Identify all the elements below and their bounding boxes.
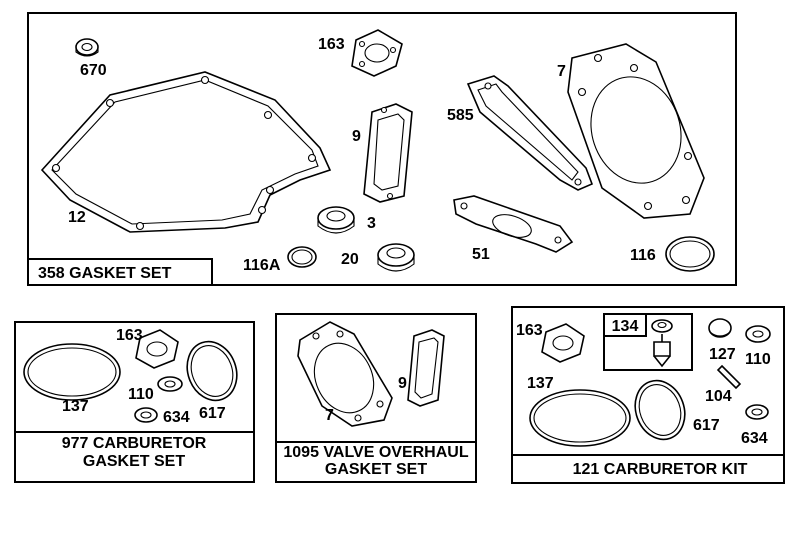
part-label-617-977: 617 bbox=[199, 405, 226, 422]
kit-121-title: 121 CARBURETOR KIT bbox=[573, 461, 748, 478]
kit-1095-title-line2: GASKET SET bbox=[325, 461, 427, 478]
part-label-617-121: 617 bbox=[693, 417, 720, 434]
part-label-137-977: 137 bbox=[62, 398, 89, 415]
part-label-163-121: 163 bbox=[516, 322, 543, 339]
part-163-carburetor-gasket bbox=[351, 29, 403, 77]
part-label-585: 585 bbox=[447, 107, 474, 124]
part-585-intake-gasket bbox=[466, 75, 594, 191]
part-634-washer-977 bbox=[134, 407, 158, 423]
part-9-breather-gasket-1095 bbox=[407, 329, 445, 407]
kit-1095-label-box bbox=[275, 441, 477, 483]
kit-1095-title-line1: 1095 VALVE OVERHAUL bbox=[283, 444, 468, 461]
part-110-washer-121 bbox=[745, 325, 771, 343]
part-label-163-top: 163 bbox=[318, 36, 345, 53]
part-104-pin-121 bbox=[716, 364, 742, 390]
part-127-plug-121 bbox=[708, 318, 732, 338]
part-label-670: 670 bbox=[80, 62, 107, 79]
part-110-washer-977 bbox=[157, 376, 183, 392]
part-label-110-121: 110 bbox=[745, 351, 771, 368]
part-label-127: 127 bbox=[709, 346, 736, 363]
part-label-51: 51 bbox=[472, 246, 490, 263]
part-617-gasket-121 bbox=[634, 379, 686, 441]
part-label-20: 20 bbox=[341, 251, 359, 268]
part-137-gasket-977 bbox=[23, 343, 121, 401]
part-label-7-top: 7 bbox=[557, 63, 566, 80]
part-label-3: 3 bbox=[367, 215, 376, 232]
part-116a-o-ring bbox=[287, 246, 317, 268]
part-3-oil-seal bbox=[317, 206, 355, 234]
part-51-exhaust-gasket bbox=[453, 195, 574, 253]
part-9-breather-gasket bbox=[363, 103, 413, 203]
part-label-634-977: 634 bbox=[163, 409, 190, 426]
part-7-cylinder-head-gasket-1095 bbox=[297, 321, 393, 427]
part-label-12: 12 bbox=[68, 209, 86, 226]
part-label-104: 104 bbox=[705, 388, 732, 405]
part-670-seal bbox=[75, 38, 99, 57]
part-163-gasket-977 bbox=[135, 329, 179, 369]
kit-977-title-line2: GASKET SET bbox=[83, 453, 185, 470]
kit-358-frame bbox=[27, 12, 737, 286]
kit-121-label-box bbox=[511, 454, 785, 484]
part-116-o-ring bbox=[665, 236, 715, 272]
part-617-gasket-977 bbox=[186, 340, 238, 402]
part-7-cylinder-head-gasket bbox=[567, 43, 705, 219]
kit-977-title-line1: 977 CARBURETOR bbox=[62, 435, 207, 452]
part-label-634-121: 634 bbox=[741, 430, 768, 447]
part-label-9-top: 9 bbox=[352, 128, 361, 145]
part-163-gasket-121 bbox=[541, 323, 585, 363]
kit-977-label-box bbox=[14, 431, 255, 483]
part-label-9-1095: 9 bbox=[398, 375, 407, 392]
part-label-163-977: 163 bbox=[116, 327, 143, 344]
part-label-116: 116 bbox=[630, 247, 656, 264]
part-12-crankcase-gasket bbox=[40, 71, 332, 233]
part-label-110-977: 110 bbox=[128, 386, 154, 403]
part-label-116a: 116A bbox=[243, 257, 281, 274]
kit-358-title: 358 GASKET SET bbox=[38, 265, 172, 282]
kit-134-frame bbox=[603, 313, 693, 371]
part-134-needle-seat bbox=[651, 319, 673, 368]
part-137-gasket-121 bbox=[529, 389, 631, 447]
part-label-7-1095: 7 bbox=[325, 407, 334, 424]
kit-358-label-box bbox=[27, 258, 213, 286]
kit-134-label-box bbox=[603, 313, 647, 337]
part-634-washer-121 bbox=[745, 404, 769, 420]
part-label-137-121: 137 bbox=[527, 375, 554, 392]
kit-134-title: 134 bbox=[612, 318, 639, 335]
part-20-oil-seal bbox=[377, 243, 415, 272]
